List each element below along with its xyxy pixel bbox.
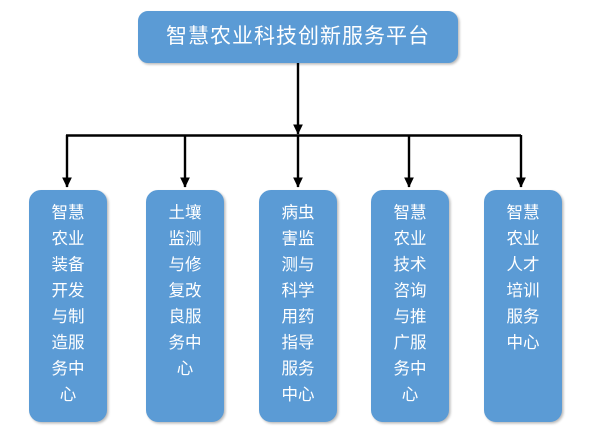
child-node-2[interactable]: 土壤监测与修复改良服务中心 bbox=[146, 190, 224, 422]
child-node-3-label: 病虫害监测与科学用药指导服务中心 bbox=[281, 203, 315, 404]
child-node-4[interactable]: 智慧农业技术咨询与推广服务中心 bbox=[371, 190, 449, 422]
child-node-2-label: 土壤监测与修复改良服务中心 bbox=[168, 203, 202, 378]
child-node-4-label: 智慧农业技术咨询与推广服务中心 bbox=[393, 203, 427, 404]
child-node-1[interactable]: 智慧农业装备开发与制造服务中心 bbox=[29, 190, 107, 422]
child-node-5[interactable]: 智慧农业人才培训服务中心 bbox=[484, 190, 562, 422]
child-node-3[interactable]: 病虫害监测与科学用药指导服务中心 bbox=[259, 190, 337, 422]
root-node-label: 智慧农业科技创新服务平台 bbox=[166, 24, 430, 49]
root-node[interactable]: 智慧农业科技创新服务平台 bbox=[138, 11, 458, 63]
child-node-5-label: 智慧农业人才培训服务中心 bbox=[506, 203, 540, 352]
child-node-1-label: 智慧农业装备开发与制造服务中心 bbox=[51, 203, 85, 404]
